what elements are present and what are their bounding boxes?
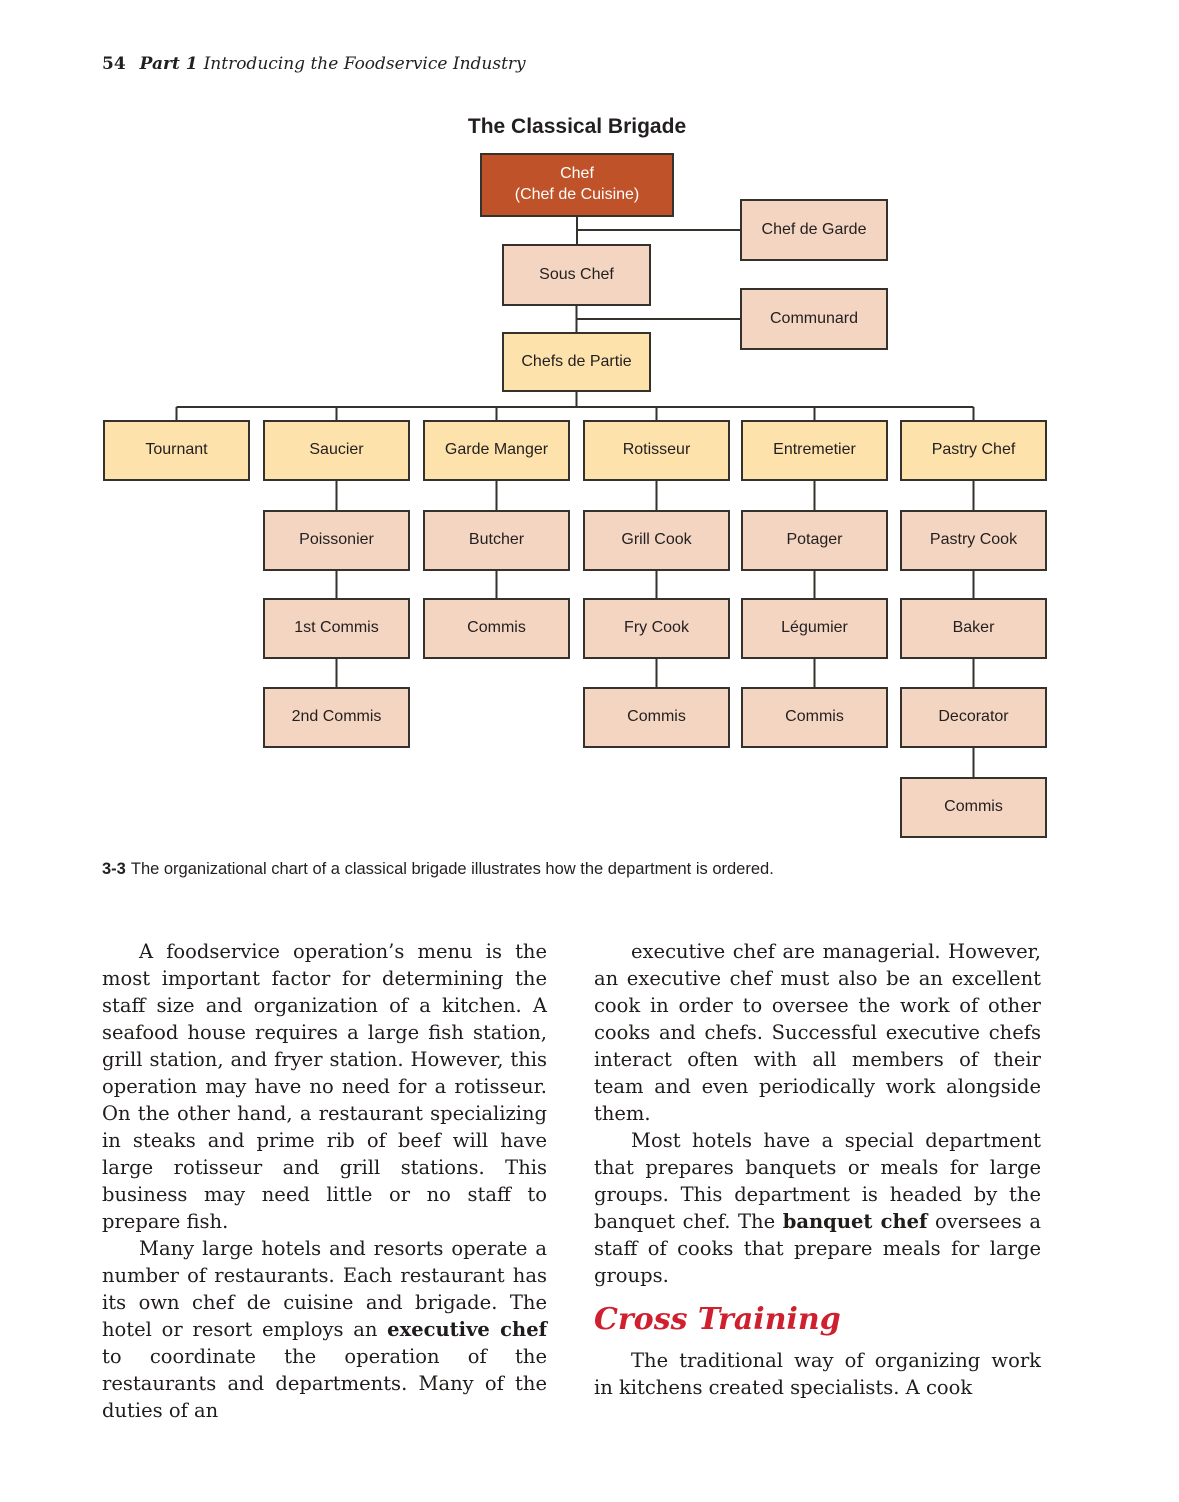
org-node-commis-fry: Commis — [583, 687, 730, 748]
org-node-pastry-cook: Pastry Cook — [900, 510, 1047, 571]
org-node-commis-decorator: Commis — [900, 777, 1047, 838]
org-chart-connectors — [175, 217, 975, 777]
org-node-first-commis: 1st Commis — [263, 598, 410, 659]
paragraph: The traditional way of organizing work i… — [594, 1349, 1041, 1399]
paragraph: Most hotels have a special department th… — [594, 1129, 1041, 1287]
page-number: 54 — [102, 54, 126, 74]
part-title: Introducing the Foodservice Industry — [203, 54, 526, 74]
figure-caption-text: The organizational chart of a classical … — [130, 860, 774, 878]
org-node-chef: Chef(Chef de Cuisine) — [480, 153, 674, 217]
org-node-tournant: Tournant — [103, 420, 250, 481]
org-node-entremetier: Entremetier — [741, 420, 888, 481]
paragraph: executive chef are managerial. However, … — [594, 940, 1041, 1125]
org-node-poissonier: Poissonier — [263, 510, 410, 571]
org-node-pastry-chef: Pastry Chef — [900, 420, 1047, 481]
org-node-communard: Communard — [740, 288, 888, 350]
org-node-baker: Baker — [900, 598, 1047, 659]
figure-title: The Classical Brigade — [467, 115, 687, 138]
org-node-decorator: Decorator — [900, 687, 1047, 748]
body-column-right: executive chef are managerial. However, … — [594, 938, 1041, 1401]
org-node-chefs-de-partie: Chefs de Partie — [502, 332, 651, 392]
org-node-second-commis: 2nd Commis — [263, 687, 410, 748]
paragraph: A foodservice operation’s menu is the mo… — [102, 940, 547, 1233]
paragraph: Many large hotels and resorts operate a … — [102, 1237, 547, 1422]
org-node-rotisseur: Rotisseur — [583, 420, 730, 481]
section-heading-cross-training: Cross Training — [594, 1302, 841, 1337]
org-node-commis-butcher: Commis — [423, 598, 570, 659]
org-node-chef-de-garde: Chef de Garde — [740, 199, 888, 261]
org-node-potager: Potager — [741, 510, 888, 571]
org-node-fry-cook: Fry Cook — [583, 598, 730, 659]
org-node-garde-manger: Garde Manger — [423, 420, 570, 481]
org-node-sous-chef: Sous Chef — [502, 244, 651, 306]
org-node-saucier: Saucier — [263, 420, 410, 481]
body-column-left: A foodservice operation’s menu is the mo… — [102, 938, 547, 1424]
part-label: Part 1 — [139, 54, 198, 74]
org-node-grill-cook: Grill Cook — [583, 510, 730, 571]
org-node-commis-legumier: Commis — [741, 687, 888, 748]
org-node-legumier: Légumier — [741, 598, 888, 659]
figure-caption-label: 3-3 — [102, 860, 126, 878]
org-node-butcher: Butcher — [423, 510, 570, 571]
